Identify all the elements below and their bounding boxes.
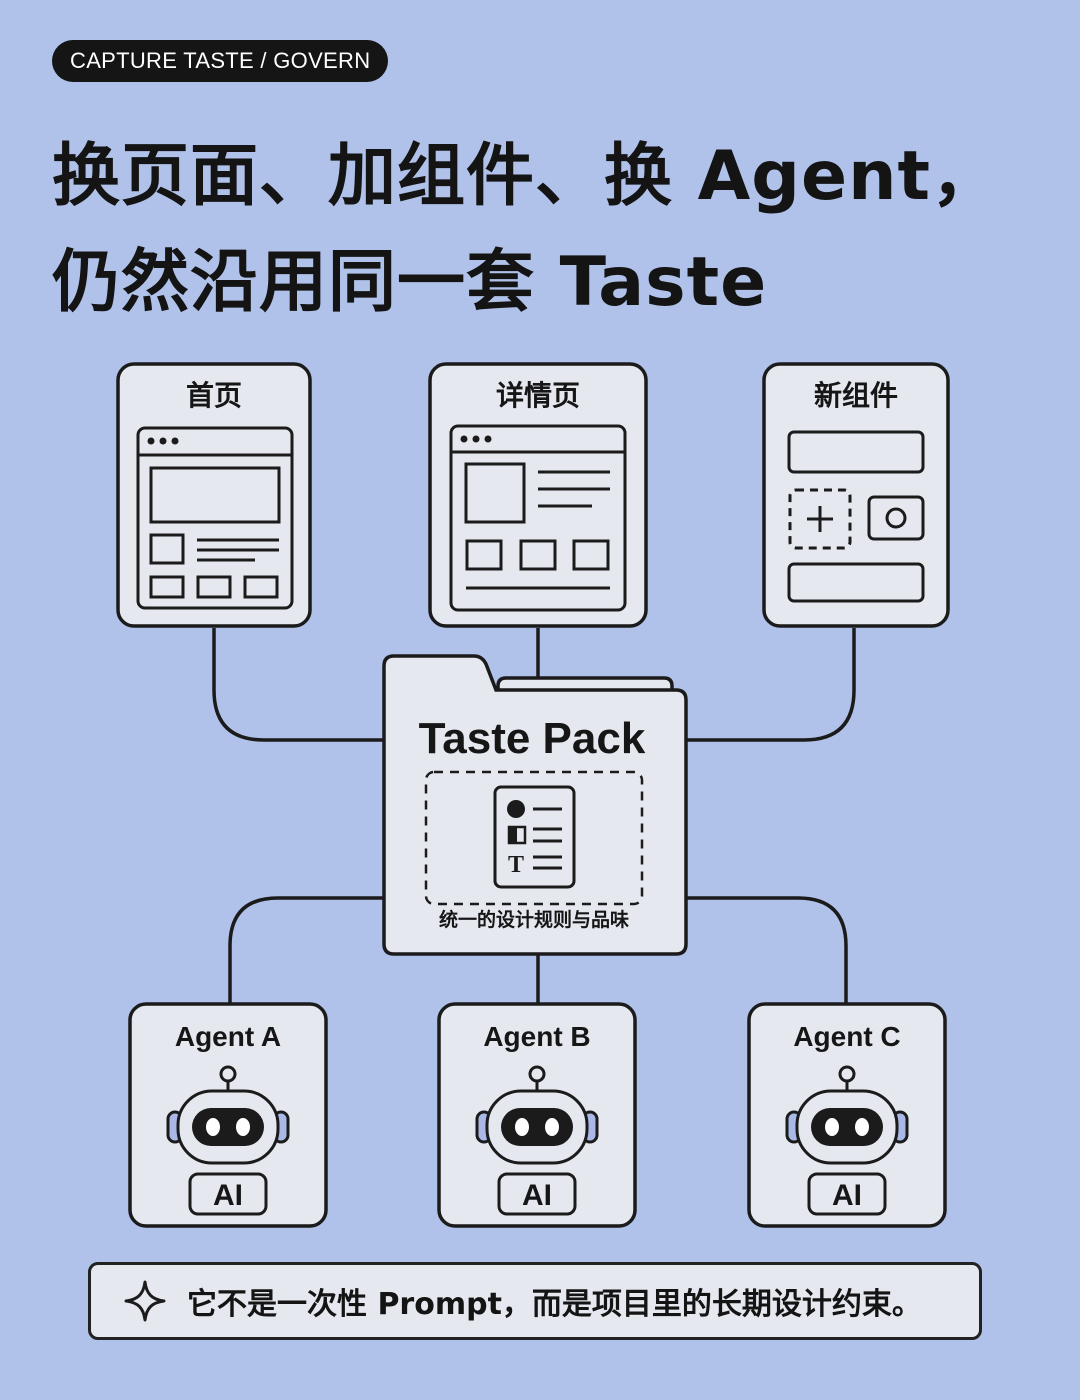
connector-new-component <box>686 628 856 742</box>
sparkle-icon <box>124 1280 166 1322</box>
taste-pack-caption: 统一的设计规则与品味 <box>439 908 629 931</box>
page-card-homepage: 首页 <box>116 362 312 628</box>
agent-card-a: Agent A AI <box>128 1002 328 1228</box>
headline: 换页面、加组件、换 Agent， 仍然沿用同一套 Taste <box>52 124 1042 336</box>
ai-badge-label: AI <box>832 1179 862 1212</box>
footer-note-text: 它不是一次性 Prompt，而是项目里的长期设计约束。 <box>187 1287 922 1322</box>
ai-badge <box>497 1172 577 1216</box>
new-component-wireframe-icon <box>787 430 925 603</box>
robot-icon <box>785 1065 909 1165</box>
headline-line-2: 仍然沿用同一套 Taste <box>52 243 768 322</box>
homepage-wireframe-icon <box>136 426 294 610</box>
ai-badge <box>807 1172 887 1216</box>
page-card-detail: 详情页 <box>428 362 648 628</box>
page-card-new-component: 新组件 <box>762 362 950 628</box>
connector-homepage <box>212 628 384 742</box>
connector-agent-a <box>228 896 384 1004</box>
detail-page-wireframe-icon <box>449 424 627 612</box>
taste-pack-diagram: 首页 详情页 <box>116 362 950 1228</box>
agent-title: Agent B <box>483 1021 590 1052</box>
ai-badge-label: AI <box>213 1179 243 1212</box>
connector-agent-c <box>686 896 848 1004</box>
style-guide-document-icon: T <box>493 785 576 889</box>
page-card-title: 首页 <box>186 379 242 412</box>
taste-pack-dashed-area <box>424 770 644 906</box>
page-card-title: 新组件 <box>814 379 898 412</box>
category-tag: CAPTURE TASTE / GOVERN <box>52 40 389 82</box>
robot-icon <box>475 1065 599 1165</box>
headline-line-1: 换页面、加组件、换 Agent， <box>52 137 1001 216</box>
footer-note: 它不是一次性 Prompt，而是项目里的长期设计约束。 <box>88 1262 982 1340</box>
robot-icon <box>166 1065 290 1165</box>
agent-card-b: Agent B AI <box>437 1002 637 1228</box>
page-card-title: 详情页 <box>496 379 580 412</box>
ai-badge <box>188 1172 268 1216</box>
ai-badge-label: AI <box>522 1179 552 1212</box>
agent-card-c: Agent C AI <box>747 1002 947 1228</box>
doc-glyph: T <box>508 852 524 878</box>
taste-pack-folder: Taste Pack T 统一的设计规则与品味 <box>382 654 688 956</box>
taste-pack-title: Taste Pack <box>419 714 646 763</box>
agent-title: Agent C <box>793 1021 900 1052</box>
agent-title: Agent A <box>175 1021 281 1052</box>
connector-lines <box>212 628 856 1004</box>
